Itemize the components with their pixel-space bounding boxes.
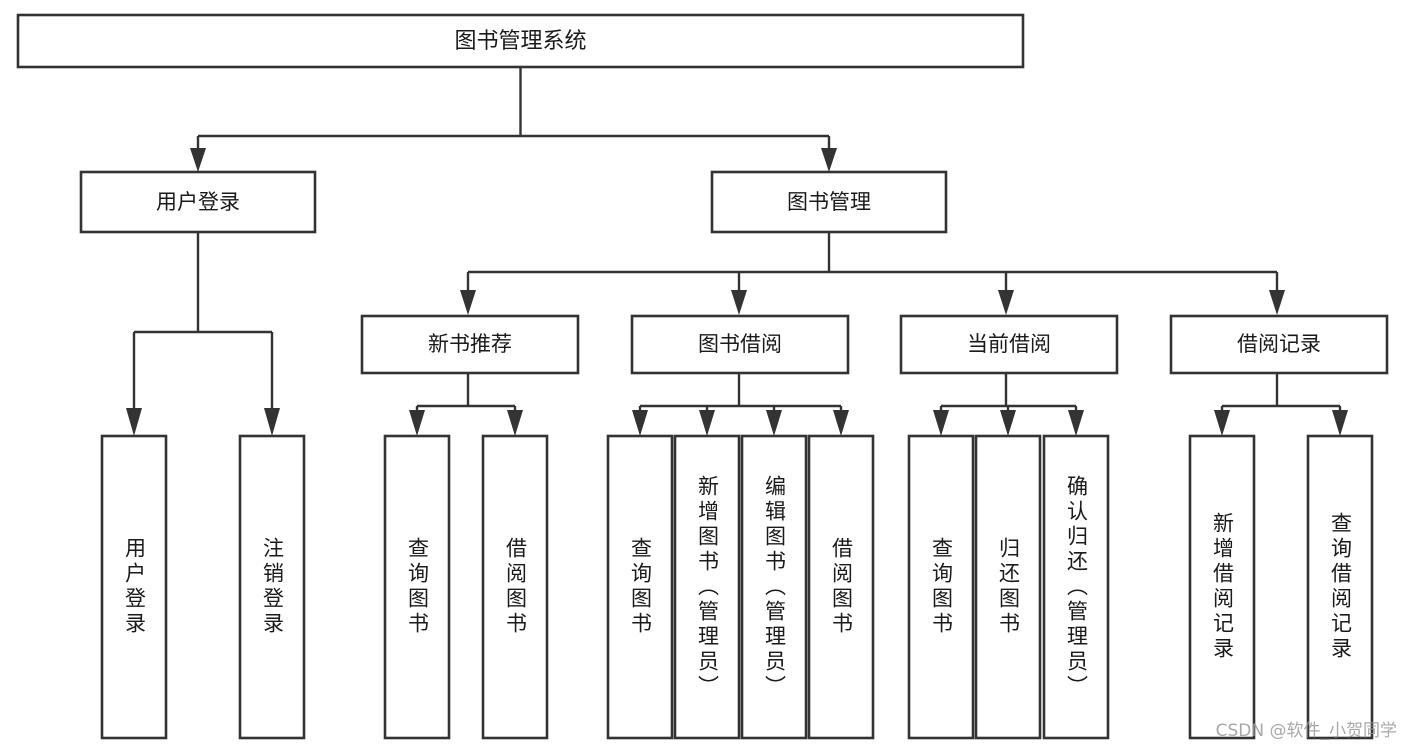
node-new-book-recommend[interactable]: 新书推荐 bbox=[360, 314, 580, 375]
node-book-borrow-label: 图书借阅 bbox=[698, 332, 782, 356]
node-new-book-recommend-label: 新书推荐 bbox=[428, 332, 512, 356]
leaf-borrow-book-1[interactable] bbox=[673, 434, 741, 740]
node-root-book-management-system[interactable]: 图书管理系统 bbox=[16, 13, 1025, 69]
leaf-current-borrow-0[interactable] bbox=[907, 434, 975, 740]
leaf-current-borrow-2[interactable] bbox=[1042, 434, 1110, 740]
csdn-watermark: CSDN @软件_小贺同学 bbox=[1215, 721, 1397, 741]
node-book-management[interactable]: 图书管理 bbox=[710, 170, 948, 234]
node-current-borrow[interactable]: 当前借阅 bbox=[899, 314, 1119, 375]
arrow-borrowbook-leaf-2 bbox=[766, 410, 782, 436]
node-current-borrow-label: 当前借阅 bbox=[967, 332, 1051, 356]
arrow-borrowbook-leaf-0 bbox=[632, 410, 648, 436]
edges-layer bbox=[126, 67, 1348, 436]
leaf-new-book-0[interactable] bbox=[383, 434, 451, 740]
leaf-borrow-book-3[interactable] bbox=[807, 434, 875, 740]
arrow-currentborrow-leaf-0 bbox=[933, 410, 949, 436]
node-user-login[interactable]: 用户登录 bbox=[79, 170, 317, 234]
node-borrow-record-label: 借阅记录 bbox=[1237, 332, 1321, 356]
leaf-current-borrow-1[interactable] bbox=[974, 434, 1042, 740]
arrow-to-current-borrow bbox=[998, 290, 1014, 315]
leaf-new-book-1[interactable] bbox=[481, 434, 549, 740]
node-root-label: 图书管理系统 bbox=[454, 29, 586, 54]
arrow-userlogin-leaf-1 bbox=[264, 408, 280, 436]
leaf-borrow-book-2[interactable] bbox=[740, 434, 808, 740]
arrow-newbook-leaf-0 bbox=[409, 410, 425, 436]
node-book-borrow[interactable]: 图书借阅 bbox=[630, 314, 850, 375]
node-book-management-label: 图书管理 bbox=[787, 190, 871, 214]
node-borrow-record[interactable]: 借阅记录 bbox=[1169, 314, 1389, 375]
arrow-to-new-book bbox=[460, 290, 476, 315]
node-user-login-label: 用户登录 bbox=[156, 190, 240, 214]
arrow-to-user-login bbox=[190, 148, 206, 172]
nodes-layer: 图书管理系统 用户登录 图书管理 新书推荐 图书借阅 bbox=[16, 13, 1389, 740]
arrow-to-book-mgmt bbox=[821, 148, 837, 172]
arrow-to-borrow-record bbox=[1269, 290, 1285, 315]
arrow-newbook-leaf-1 bbox=[507, 410, 523, 436]
leaf-borrow-record-0[interactable] bbox=[1188, 434, 1256, 740]
arrow-borrowbook-leaf-3 bbox=[833, 410, 849, 436]
arrow-currentborrow-leaf-1 bbox=[1000, 410, 1016, 436]
arrow-currentborrow-leaf-2 bbox=[1068, 410, 1084, 436]
leaf-user-login-0[interactable] bbox=[100, 434, 168, 740]
arrow-borrowbook-leaf-1 bbox=[699, 410, 715, 436]
leaf-borrow-book-0[interactable] bbox=[606, 434, 674, 740]
arrow-borrowrecord-leaf-0 bbox=[1214, 410, 1230, 436]
arrow-userlogin-leaf-0 bbox=[126, 408, 142, 436]
leaf-borrow-record-1[interactable] bbox=[1306, 434, 1374, 740]
arrow-to-borrow-book bbox=[731, 290, 747, 315]
leaf-user-login-1[interactable] bbox=[238, 434, 306, 740]
arrow-borrowrecord-leaf-1 bbox=[1332, 410, 1348, 436]
